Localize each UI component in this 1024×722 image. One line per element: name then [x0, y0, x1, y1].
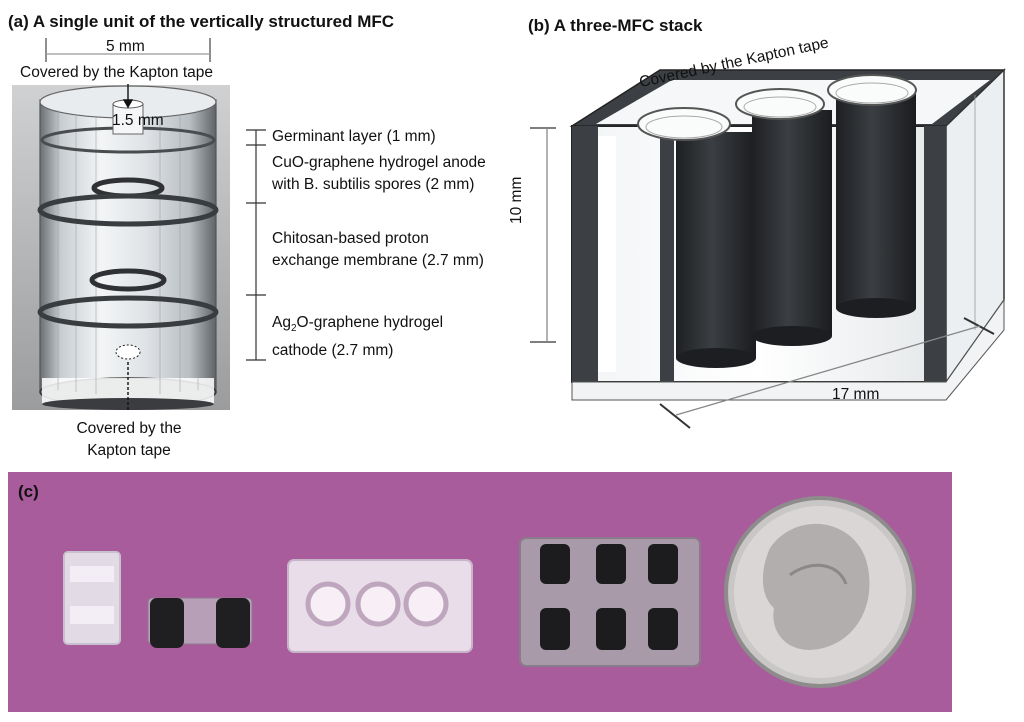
stack-length-label: 17 mm	[832, 386, 880, 403]
layer-cathode-line1: Ag2O-graphene hydrogel	[272, 312, 443, 340]
layer-germinant: Germinant layer (1 mm)	[272, 128, 436, 145]
layer-membrane-line1: Chitosan-based proton	[272, 230, 429, 247]
hole-size-label: 1.5 mm	[112, 112, 164, 129]
panel-b-title: (b) A three-MFC stack	[528, 16, 703, 35]
photo-three-hole-block	[287, 559, 473, 653]
layer-cathode: Ag2O-graphene hydrogel cathode (2.7 mm)	[272, 312, 443, 362]
cathode-rest: O-graphene hydrogel	[296, 314, 444, 331]
bottom-cover-line1: Covered by the	[76, 420, 182, 437]
layer-membrane: Chitosan-based proton exchange membrane …	[272, 228, 484, 272]
cathode-ag: Ag	[272, 314, 291, 331]
layer-anode: CuO-graphene hydrogel anode with B. subt…	[272, 152, 486, 196]
photo-clear-unit	[63, 551, 121, 645]
bottom-cover-label: Covered by the Kapton tape	[66, 418, 192, 462]
panel-c-title: (c)	[18, 482, 39, 501]
layer-membrane-line2: exchange membrane (2.7 mm)	[272, 252, 484, 269]
top-cover-label: Covered by the Kapton tape	[20, 64, 214, 81]
stack-height-label: 10 mm	[508, 176, 525, 224]
width-label: 5 mm	[106, 38, 145, 55]
layer-anode-line1: CuO-graphene hydrogel anode	[272, 154, 486, 171]
panel-a-title: (a) A single unit of the vertically stru…	[8, 12, 395, 31]
photo-dime-coin	[724, 496, 916, 688]
photo-six-electrode-stack	[519, 537, 701, 667]
length-dimension	[659, 317, 995, 429]
layer-brackets	[246, 129, 266, 361]
layer-anode-line2: with B. subtilis spores (2 mm)	[272, 176, 475, 193]
photo-black-electrode-unit	[147, 597, 253, 648]
height-dimension	[530, 127, 556, 343]
top-cover-arrow	[122, 84, 134, 109]
single-mfc-cylinder	[37, 85, 219, 410]
cathode-sub: 2	[290, 323, 297, 335]
stack-cylinders	[676, 94, 916, 368]
stack-top-rings	[637, 74, 917, 141]
bottom-cover-line2: Kapton tape	[87, 442, 171, 459]
layer-cathode-line2: cathode (2.7 mm)	[272, 342, 394, 360]
three-mfc-stack	[569, 68, 1006, 401]
width-dimension	[45, 38, 211, 62]
